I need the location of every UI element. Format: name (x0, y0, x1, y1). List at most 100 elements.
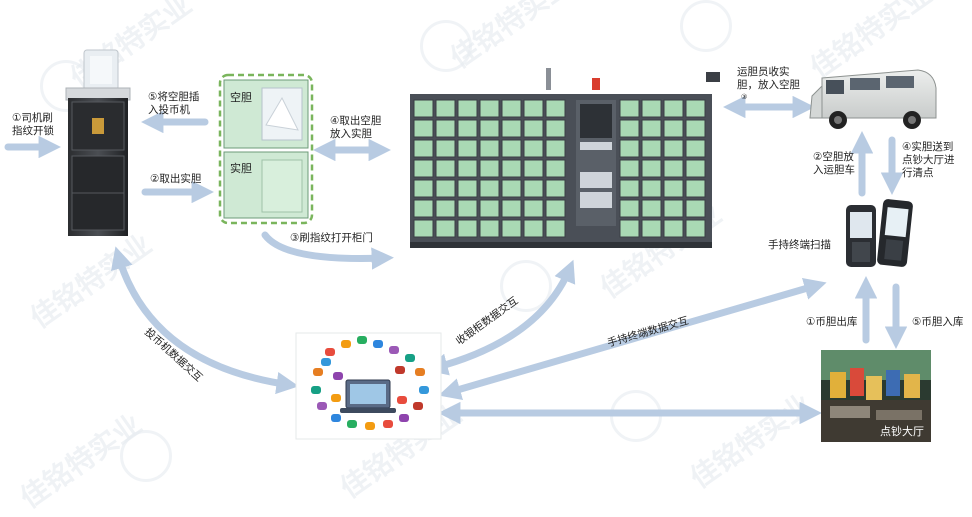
app-icon (317, 402, 327, 410)
locker-door (619, 219, 640, 238)
locker-door (641, 99, 662, 118)
app-icon (311, 386, 321, 394)
locker-door (685, 219, 706, 238)
label-handheld-scan: 手持终端扫描 (768, 239, 831, 251)
locker-door (501, 219, 522, 238)
locker-door (619, 199, 640, 218)
locker-door (413, 139, 434, 158)
locker-door (641, 219, 662, 238)
locker-door (641, 119, 662, 138)
app-icon (399, 414, 409, 422)
label-courier-step: ③ (741, 93, 748, 101)
locker-door (545, 119, 566, 138)
locker-door (523, 179, 544, 198)
locker-door (619, 139, 640, 158)
locker-door (501, 119, 522, 138)
locker-door (457, 99, 478, 118)
app-icon (365, 422, 375, 430)
app-icon (341, 340, 351, 348)
bin-panel (218, 73, 314, 225)
label-take-empty: ④取出空胆 放入实胆 (330, 115, 382, 140)
locker-door (501, 199, 522, 218)
locker-door (619, 159, 640, 178)
locker-door (435, 219, 456, 238)
label-insert-empty: ⑤将空胆插 入投币机 (148, 91, 200, 116)
handheld-terminals (846, 199, 913, 267)
cash-van (809, 69, 937, 129)
locker-door (479, 139, 500, 158)
locker-door (479, 179, 500, 198)
label-empty-bin: 空胆 (230, 91, 252, 104)
locker-door (457, 119, 478, 138)
app-icon-cloud (311, 336, 429, 430)
locker-door (413, 159, 434, 178)
locker-door (479, 99, 500, 118)
locker-door (641, 179, 662, 198)
locker-door (413, 99, 434, 118)
locker-door (619, 99, 640, 118)
locker-door (435, 159, 456, 178)
locker-door (545, 159, 566, 178)
app-icon (395, 366, 405, 374)
locker-door (663, 119, 684, 138)
diagram-graphics (4, 49, 937, 442)
app-icon (419, 386, 429, 394)
app-icon (397, 396, 407, 404)
locker-door (545, 219, 566, 238)
locker-door (685, 159, 706, 178)
locker-door (523, 199, 544, 218)
locker-door (523, 139, 544, 158)
locker-door (641, 199, 662, 218)
locker-door (501, 179, 522, 198)
watermark-logo (420, 20, 472, 72)
counting-hall-photo (821, 350, 931, 442)
label-hall-caption: 点钞大厅 (880, 425, 924, 438)
locker-door (479, 199, 500, 218)
locker-door (523, 219, 544, 238)
arrow-coin-data (111, 246, 299, 395)
app-icon (357, 336, 367, 344)
locker-door (457, 219, 478, 238)
locker-door (619, 179, 640, 198)
locker-door (641, 159, 662, 178)
locker-door (523, 159, 544, 178)
locker-door (685, 199, 706, 218)
locker-door (545, 199, 566, 218)
locker-door (523, 119, 544, 138)
locker-door (641, 139, 662, 158)
app-icon (415, 368, 425, 376)
locker-door (435, 179, 456, 198)
data-network-image (295, 332, 442, 440)
locker-door (685, 179, 706, 198)
locker-door (663, 139, 684, 158)
app-icon (405, 354, 415, 362)
locker-door (501, 99, 522, 118)
locker-door (435, 199, 456, 218)
label-take-full: ②取出实胆 (150, 173, 202, 185)
locker-door (663, 199, 684, 218)
locker-door (479, 219, 500, 238)
arrow-fingerprint (261, 231, 394, 270)
app-icon (331, 394, 341, 402)
label-full-bin: 实胆 (230, 162, 252, 175)
locker-door (457, 199, 478, 218)
label-empty-into-van: ②空胆放 入运胆车 (813, 151, 855, 176)
app-icon (373, 340, 383, 348)
locker-door (685, 119, 706, 138)
locker-doors (413, 99, 706, 238)
locker-door (523, 99, 544, 118)
watermark-logo (120, 430, 172, 482)
coin-deposit-machine (65, 49, 131, 236)
locker-door (413, 119, 434, 138)
locker-door (545, 139, 566, 158)
locker-door (413, 219, 434, 238)
locker-door (501, 159, 522, 178)
label-courier-receive: 运胆员收实 胆，放入空胆 (737, 66, 800, 91)
locker-door (435, 99, 456, 118)
app-icon (383, 420, 393, 428)
locker-door (479, 119, 500, 138)
locker-door (619, 119, 640, 138)
label-fingerprint-open: ③刷指纹打开柜门 (290, 232, 373, 244)
locker-door (663, 159, 684, 178)
label-full-to-hall: ④实胆送到 点钞大厅进 行清点 (902, 141, 955, 179)
